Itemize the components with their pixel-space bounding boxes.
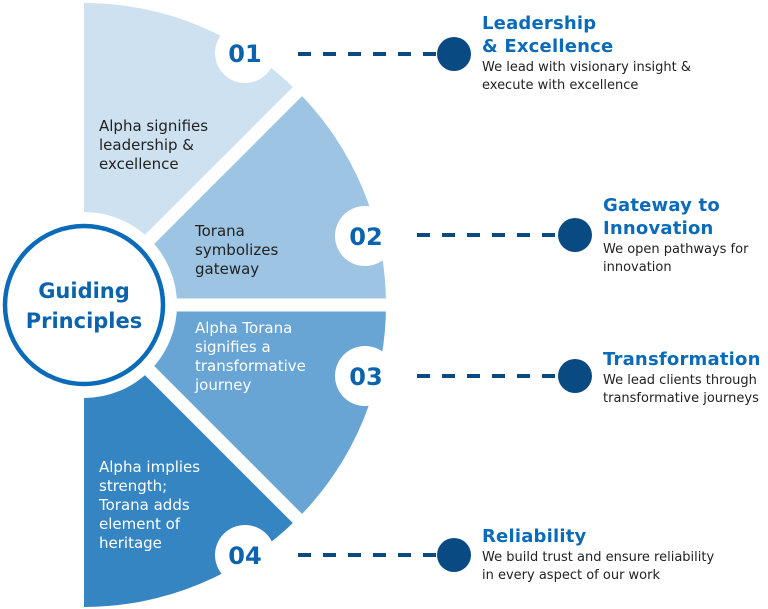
principle-1-title-line-2: & Excellence — [482, 36, 614, 57]
principle-3-title-line-1: Transformation — [603, 349, 761, 370]
principle-1-title-line-1: Leadership — [482, 13, 597, 34]
principle-4-title-line-1: Reliability — [482, 526, 587, 547]
segment-3 — [149, 305, 386, 519]
connector-dot-3 — [558, 359, 592, 393]
principle-2-title-line-1: Gateway to — [603, 195, 720, 216]
principle-1: Leadership & Excellence We lead with vis… — [482, 12, 691, 94]
segment-4-line-3: Torana adds — [98, 496, 190, 514]
segment-2-line-1: Torana — [194, 222, 245, 240]
connector-dot-4 — [437, 538, 471, 572]
segment-1 — [84, 3, 298, 240]
connectors — [298, 37, 592, 572]
segment-2 — [149, 91, 386, 305]
segment-4-line-4: element of — [99, 515, 181, 533]
segment-4 — [84, 370, 298, 607]
segment-number-1: 01 — [228, 40, 261, 68]
segment-numbers: 01 02 03 04 — [228, 40, 382, 570]
segment-1-line-2: leadership & — [99, 136, 194, 154]
principle-2-title-line-2: Innovation — [603, 218, 714, 239]
principle-3-desc-line-1: We lead clients through — [603, 373, 757, 388]
segment-4-line-1: Alpha implies — [99, 458, 200, 476]
segment-4-line-5: heritage — [99, 534, 162, 552]
segments-ring — [84, 3, 386, 607]
principle-2-desc-line-2: innovation — [603, 260, 672, 275]
segment-number-4: 04 — [228, 542, 261, 570]
segment-2-line-2: symbolizes — [195, 241, 278, 259]
principle-3: Transformation We lead clients through t… — [603, 348, 761, 407]
segment-1-line-3: excellence — [99, 155, 179, 173]
segment-1-line-1: Alpha signifies — [99, 117, 208, 135]
principle-1-desc-line-1: We lead with visionary insight & — [482, 60, 692, 75]
center-title-line-2: Principles — [26, 309, 143, 333]
principle-1-desc-line-2: execute with excellence — [482, 78, 639, 93]
center-title-line-1: Guiding — [38, 279, 130, 303]
center-circle: Guiding Principles — [2, 223, 166, 387]
segment-3-line-3: transformative — [195, 357, 306, 375]
segment-4-line-2: strength; — [99, 477, 167, 495]
principle-4: Reliability We build trust and ensure re… — [482, 525, 714, 584]
principle-2-desc-line-1: We open pathways for — [603, 242, 749, 257]
segment-2-line-3: gateway — [195, 260, 259, 278]
principle-4-desc-line-2: in every aspect of our work — [482, 568, 661, 583]
segment-3-line-2: signifies a — [195, 338, 271, 356]
connector-dot-1 — [437, 37, 471, 71]
connector-dot-2 — [558, 218, 592, 252]
principle-2: Gateway to Innovation We open pathways f… — [603, 194, 748, 276]
segment-3-line-1: Alpha Torana — [195, 319, 292, 337]
segment-number-3: 03 — [349, 363, 382, 391]
principle-3-desc-line-2: transformative journeys — [603, 391, 759, 406]
segment-3-line-4: journey — [194, 376, 251, 394]
principle-4-desc-line-1: We build trust and ensure reliability — [482, 550, 715, 565]
segment-number-2: 02 — [349, 223, 382, 251]
